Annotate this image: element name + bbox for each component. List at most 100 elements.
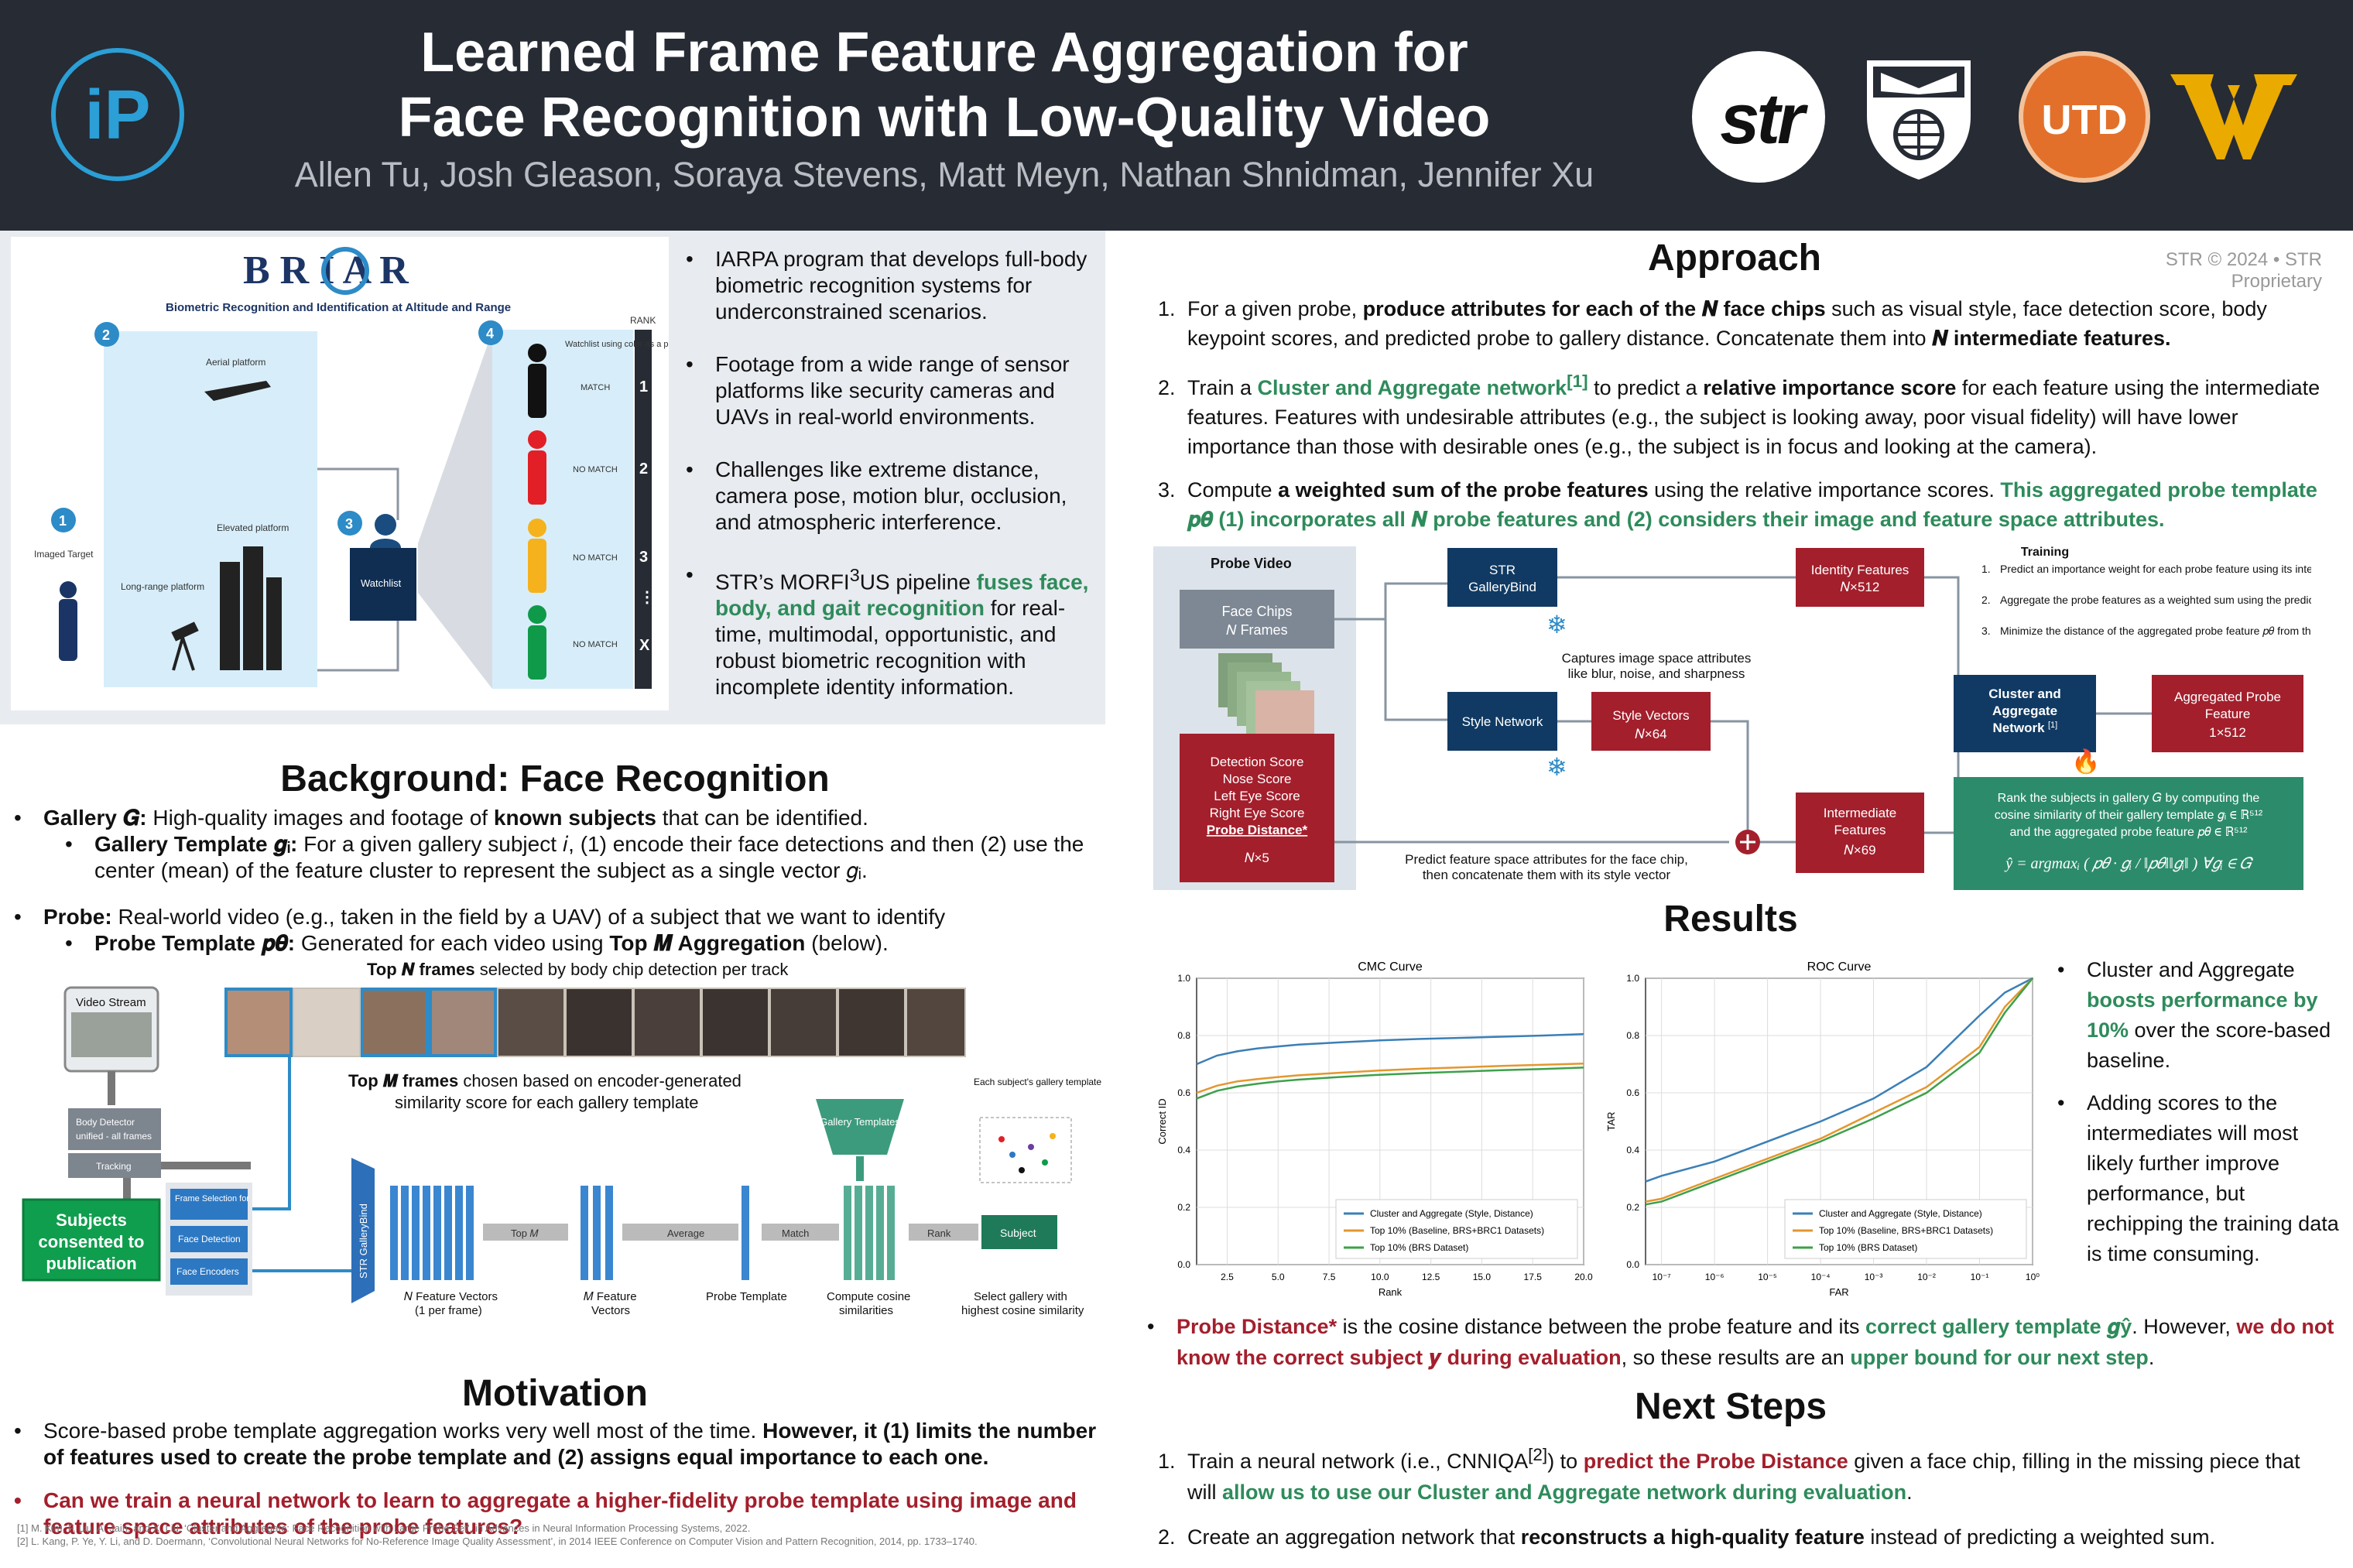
approach-step-3: Compute a weighted sum of the probe feat… (1181, 475, 2327, 534)
top-m-pipeline-diagram: Top 𝑵 frames selected by body chip detec… (22, 960, 1102, 1317)
bullet4-text-b: US pipeline (859, 570, 977, 594)
predict-note-2: then concatenate them with its style vec… (1423, 868, 1671, 882)
video-thumbnail (71, 1012, 152, 1057)
bullet4-text-c: for real-time, multimodal, opportunistic… (715, 596, 1066, 700)
step1-bold-1: produce attributes for each of the 𝑵 fac… (1362, 297, 1826, 320)
n-vectors-label: 𝑁 Feature Vectors (404, 1290, 498, 1303)
badge-1 (51, 508, 76, 532)
cna-label-3: Network (1992, 721, 2045, 735)
next-steps-heading: Next Steps (1634, 1386, 1827, 1427)
y-tick-label-0-0: 0.0 (1177, 1259, 1190, 1270)
x-tick-label-1-1: 10⁻⁶ (1705, 1272, 1725, 1282)
probe-template-bullet: Probe Template 𝒑𝜽: Generated for each vi… (60, 930, 1101, 957)
probe-text: Real-world video (e.g., taken in the fie… (111, 905, 946, 929)
rank-3: 3 (639, 549, 648, 566)
results-green: boosts performance by 10% (2087, 988, 2318, 1042)
gallery-template-label: Gallery Template 𝒈ᵢ: (94, 832, 298, 856)
briar-bullet-4: STR’s MORFI3US pipeline fuses face, body… (681, 562, 1091, 700)
badge-4-text: 4 (486, 326, 494, 341)
attr-right-eye-score: Right Eye Score (1210, 806, 1305, 820)
top-m-arrow-label: Top 𝑀 (511, 1227, 539, 1239)
match-label-4: NO MATCH (573, 640, 618, 649)
match-label-1: MATCH (581, 383, 610, 392)
legend-box-0 (1335, 1199, 1578, 1259)
next-steps-list: Train a neural network (i.e., CNNIQA[2])… (1142, 1440, 2334, 1553)
identity-features-dim: 𝑁×512 (1841, 580, 1880, 594)
match-label: Match (782, 1227, 809, 1239)
gallery-label: Gallery 𝑮: (43, 806, 147, 830)
series-line-0-0 (1196, 1032, 1584, 1066)
style-vectors-dim: 𝑁×64 (1635, 727, 1666, 741)
n-vector-stack (390, 1186, 474, 1280)
step2-text-b: to predict a (1588, 376, 1704, 399)
gallery-bold: known subjects (493, 806, 656, 830)
probe-note-text-d: . (2148, 1346, 2155, 1369)
x-tick-label-1-5: 10⁻² (1917, 1272, 1936, 1282)
author-list: Allen Tu, Josh Gleason, Soraya Stevens, … (294, 155, 1594, 194)
frame-strip (224, 988, 966, 1057)
face-chips-count: 𝑁 Frames (1226, 622, 1287, 638)
gallery-templates-trapezoid (816, 1099, 904, 1155)
probe-template-label: Probe Template (706, 1290, 787, 1303)
results-text-b: over the score-based baseline. (2087, 1019, 2331, 1072)
aggregated-label-1: Aggregated Probe (2174, 690, 2281, 704)
training-title: Training (2021, 546, 2069, 559)
badge-2-text: 2 (102, 327, 110, 343)
probe-template-text-a: Generated for each video using (295, 931, 610, 955)
target-head (60, 581, 77, 598)
training-step-2: 2.Aggregate the probe features as a weig… (1981, 594, 2311, 606)
series-line-0-2 (1196, 1066, 1584, 1100)
gallerybind-trapezoid (351, 1158, 375, 1303)
legend-label-0-1: Top 10% (Baseline, BRS+BRC1 Datasets) (1370, 1225, 1544, 1236)
x-tick-label-0-7: 20.0 (1574, 1272, 1593, 1282)
x-tick-label-1-4: 10⁻³ (1865, 1272, 1883, 1282)
frame-selection-label: Frame Selection for Face (175, 1194, 271, 1203)
step2-sup: [1] (1567, 371, 1588, 391)
legend-label-1-2: Top 10% (BRS Dataset) (1819, 1242, 1917, 1253)
y-tick-label-1-1: 0.2 (1626, 1202, 1639, 1213)
title-line-2: Face Recognition with Low-Quality Video (398, 87, 1491, 149)
frame-selection-box (170, 1189, 248, 1220)
briar-logo-eye (321, 247, 369, 295)
subject-box (981, 1215, 1057, 1249)
motivation-bullets: Score-based probe template aggregation w… (9, 1418, 1101, 1540)
gallery-cluster-plot (979, 1117, 1072, 1183)
motivation-bullet-2: Can we train a neural network to learn t… (9, 1488, 1101, 1540)
probe-note-red-2: we do not know the correct subject 𝒚 dur… (1176, 1315, 2334, 1369)
predict-note: Predict feature space attributes for the… (1405, 852, 1688, 867)
gallery-text-a: High-quality images and footage of (146, 806, 494, 830)
x-tick-label-0-3: 10.0 (1371, 1272, 1389, 1282)
select-gallery-label: Select gallery with (974, 1290, 1067, 1303)
y-tick-label-1-2: 0.4 (1626, 1145, 1639, 1155)
briar-bullet-3: Challenges like extreme distance, camera… (681, 457, 1091, 536)
probe-note-green-2: upper bound for our next step (1850, 1346, 2149, 1369)
series-line-1-2 (1645, 977, 2033, 1206)
frozen-snowflake-icon: ❄ (1546, 611, 1567, 638)
style-network-label: Style Network (1462, 714, 1543, 729)
body-detector-sub: unified - all frames (76, 1131, 152, 1142)
face-chip-stack (1218, 653, 1314, 749)
probe-distance-bullet: Probe Distance* is the cosine distance b… (1142, 1311, 2334, 1373)
cna-label-2: Aggregate (1992, 704, 2057, 718)
poster-title: Learned Frame Feature Aggregation for Fa… (255, 20, 1633, 150)
probe-note-green: correct gallery template 𝒈ŷ (1865, 1315, 2132, 1338)
attr-dimension: 𝑁×5 (1245, 851, 1269, 865)
probe-bullets: Probe: Real-world video (e.g., taken in … (9, 904, 1101, 930)
str-logo-text: str (1720, 80, 1805, 159)
approach-diagram: Probe Video Face Chips 𝑁 Frames Detectio… (1153, 546, 2311, 890)
face-detection-label: Face Detection (178, 1234, 241, 1244)
probe-distance-note: Probe Distance* is the cosine distance b… (1142, 1311, 2334, 1373)
probe-sub-bullets: Probe Template 𝒑𝜽: Generated for each vi… (9, 930, 1101, 957)
y-tick-label-0-2: 0.4 (1177, 1145, 1190, 1155)
step3-bold: a weighted sum of the probe features (1278, 478, 1649, 502)
results-bullet-1: Cluster and Aggregate boosts performance… (2053, 955, 2339, 1076)
gallerybind-box (1447, 548, 1557, 607)
identity-features-box (1796, 548, 1924, 607)
aggregated-dim: 1×512 (2209, 725, 2246, 740)
probe-template-bold: Top 𝑴 Aggregation (609, 931, 806, 955)
briar-subtitle: Biometric Recognition and Identification… (166, 301, 511, 314)
briar-bullet-2: Footage from a wide range of sensor plat… (681, 351, 1091, 430)
bullet4-sup: 3 (849, 565, 860, 585)
x-tick-label-1-0: 10⁻⁷ (1653, 1272, 1671, 1282)
